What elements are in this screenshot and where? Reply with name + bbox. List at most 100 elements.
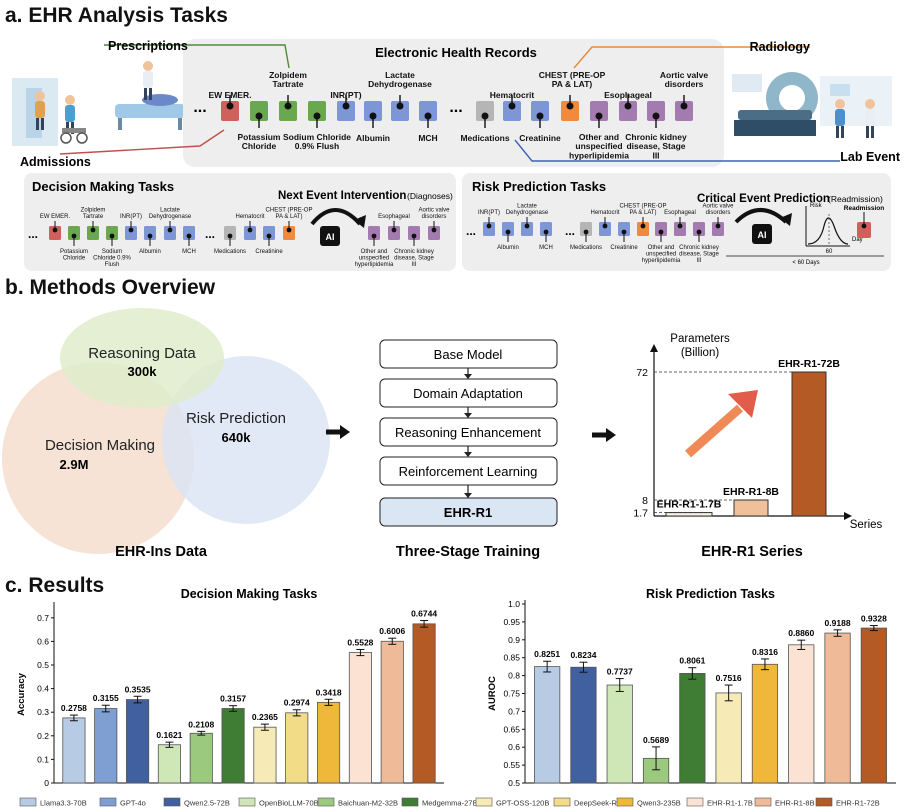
mini-event-block (244, 226, 256, 240)
radiology-connector (573, 46, 810, 69)
y-axis-label: Accuracy (16, 672, 27, 715)
timeline-event-block (590, 101, 608, 121)
data-label: 0.3157 (220, 694, 246, 704)
lab-patient-figure (835, 99, 845, 138)
mini-pin-head (524, 223, 530, 229)
ehr-box-title: Electronic Health Records (375, 45, 537, 60)
legend-swatch (686, 797, 704, 807)
mini-event-block (368, 226, 380, 240)
legend-label: GPT-OSS-120B (496, 799, 549, 808)
timeline-event-block (561, 101, 579, 121)
mini-pin-head (431, 227, 437, 233)
growth-arrow-head (728, 390, 758, 418)
critical-title: Critical Event Prediction (697, 193, 830, 205)
day-tick: 60 (826, 249, 833, 255)
next-event-subtitle: (Diagnoses) (407, 191, 453, 201)
mini-event-block (125, 226, 137, 240)
bar-deepseek-r1 (285, 712, 309, 784)
mini-event-block (637, 222, 649, 236)
venn-label: Reasoning Data (88, 345, 196, 362)
y-tick-label: 0.6 (508, 742, 520, 752)
event-pin-head (284, 102, 292, 110)
ai-arc (310, 208, 362, 226)
legend-swatch (553, 797, 571, 807)
readmission-pin-head (861, 223, 867, 229)
series-caption: EHR-R1 Series (701, 544, 803, 560)
mini-bottom-label: MCH (182, 249, 196, 255)
panel-c-title: c. Results (5, 574, 105, 597)
mini-top-label: Esophageal (664, 210, 696, 216)
flow-arrow (326, 429, 342, 435)
risk-ai-chip-icon (752, 224, 772, 244)
radiology-label: Radiology (750, 40, 810, 54)
chart-title: Risk Prediction Tasks (646, 587, 775, 601)
bar-gpt-4o (94, 708, 118, 784)
mini-event-block (87, 226, 99, 240)
leg (41, 118, 44, 130)
legend-label: EHR-R1-72B (836, 799, 880, 808)
timeline-bottom-label: MCH (418, 133, 437, 143)
timeline-top-label: Hematocrit (490, 90, 535, 100)
venn-value: 2.9M (60, 457, 89, 472)
bar-medgemma-27b (679, 673, 706, 784)
ai-chip-label: AI (326, 232, 335, 242)
mini-ellipsis: ... (28, 227, 38, 241)
data-label: 0.8251 (534, 649, 560, 659)
mini-pin-head (658, 229, 664, 235)
y-tick-label: 1.0 (508, 599, 520, 609)
timeline-top-label: EW EMER. (209, 90, 252, 100)
mini-event-block (599, 222, 611, 236)
series-bar (733, 499, 769, 517)
mini-ellipsis: ... (466, 224, 476, 238)
mini-event-block (283, 226, 295, 240)
mini-bottom-label: Medications (570, 245, 602, 251)
mini-pin-head (715, 223, 721, 229)
legend-label: Medgemma-27B (422, 799, 477, 808)
mini-event-block (580, 222, 592, 236)
mini-pin-head (640, 223, 646, 229)
timeline-ellipsis: ... (193, 99, 206, 116)
stage-label: Reasoning Enhancement (395, 425, 541, 440)
flow-arrow (592, 432, 608, 438)
y-tick-label: 0.9 (508, 635, 520, 645)
leg (36, 118, 39, 130)
critical-subtitle: (Readmission) (828, 194, 883, 204)
event-pin-head (680, 102, 688, 110)
bed-leg (118, 118, 122, 130)
event-pin-head (313, 112, 321, 120)
data-label: 0.8061 (679, 656, 705, 666)
venn-caption: EHR-Ins Data (115, 544, 208, 560)
mini-ellipsis: ... (205, 227, 215, 241)
timeline-event-block (503, 101, 521, 121)
venn-value: 640k (222, 430, 252, 445)
data-label: 0.9188 (825, 618, 851, 628)
data-label: 0.2974 (284, 698, 310, 708)
mini-bottom-label: Creatinine (255, 249, 283, 255)
event-pin-head (424, 112, 432, 120)
timeline-event-block (619, 101, 637, 121)
mini-pin-head (583, 229, 589, 235)
y-tick-label: 0.1 (37, 754, 49, 764)
mini-pin-head (128, 227, 134, 233)
mini-pin-head (167, 227, 173, 233)
risk-ai-chip-label: AI (758, 230, 767, 240)
mini-pin-head (90, 227, 96, 233)
timeline-event-block (221, 101, 239, 121)
data-label: 0.2108 (188, 719, 214, 729)
doctor-figure (143, 61, 153, 100)
legend-swatch (754, 797, 772, 807)
leg (149, 88, 152, 100)
patient-in-bed (142, 94, 178, 106)
risk-prediction-chart: Risk Prediction Tasks0.50.550.60.650.70.… (487, 587, 896, 788)
